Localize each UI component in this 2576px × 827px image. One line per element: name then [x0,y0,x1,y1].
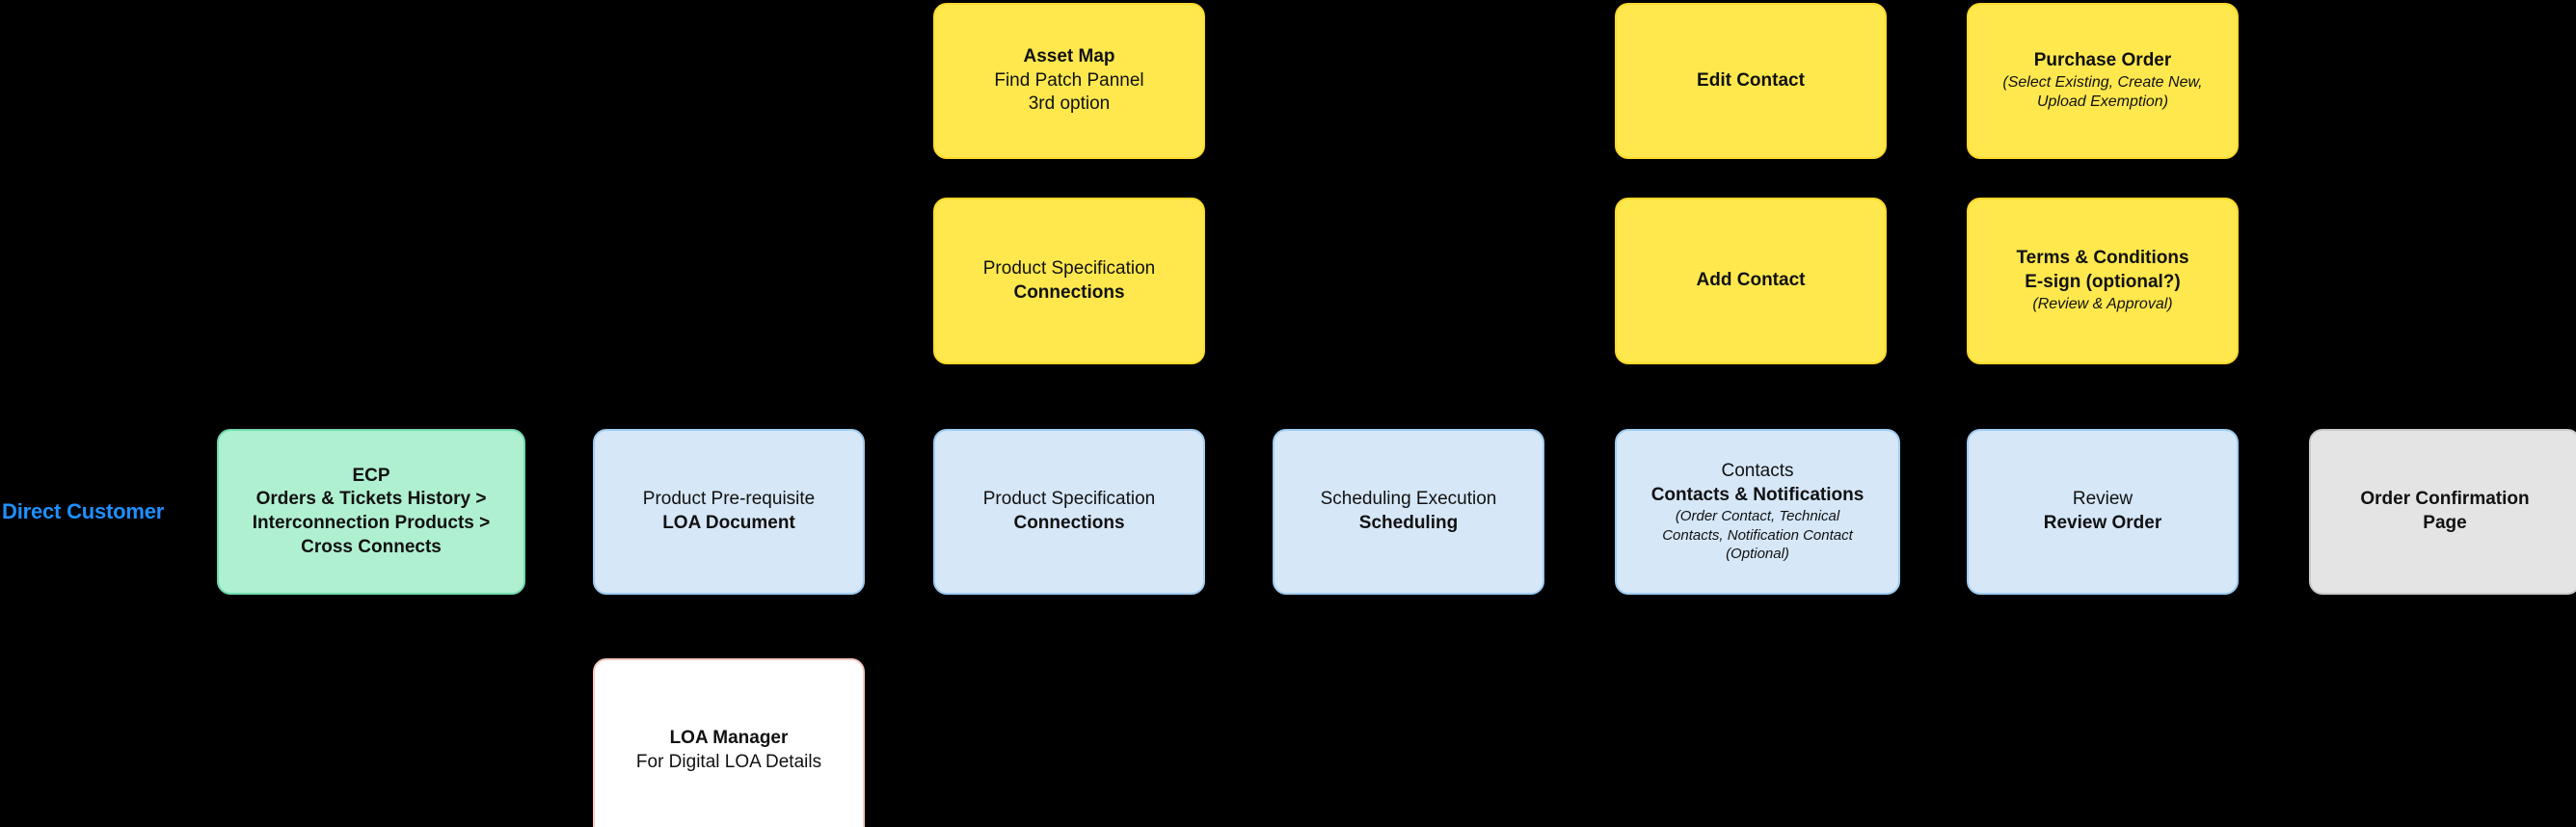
node-contacts-and-notifications-line-1: Contacts [1721,461,1794,482]
node-ecp[interactable]: ECP Orders & Tickets History > Interconnec… [217,429,525,595]
node-product-specification-connections-line-1: Product Specification [982,489,1156,510]
node-contacts-and-notifications-line-5: (Optional) [1726,546,1789,563]
node-add-contact-line-1: Add Contact [1696,270,1806,291]
node-review-order-line-1: Review [2072,489,2133,510]
node-contacts-and-notifications-line-4: Contacts, Notification Contact [1662,526,1853,544]
node-purchase-order-line-2: (Select Existing, Create New, [2002,73,2203,91]
node-purchase-order-line-1: Purchase Order [2033,49,2172,70]
node-ecp-line-2: Orders & Tickets History > [255,489,487,510]
node-asset-map-line-2: Find Patch Pannel [994,69,1144,91]
node-order-confirmation-page-line-2: Page [2423,513,2467,533]
node-product-specification-connections-line-2: Connections [1013,513,1125,533]
lane-label-direct-customer: Direct Customer [2,499,165,523]
node-terms-and-conditions-line-2: E-sign (optional?) [2025,272,2181,293]
node-product-specification-connections-top-line-1: Product Specification [982,257,1156,279]
node-purchase-order[interactable]: Purchase Order (Select Existing, Create N… [1967,3,2239,159]
node-product-pre-requisite-line-1: Product Pre-requisite [642,489,816,510]
node-product-pre-requisite-line-2: LOA Document [662,513,795,533]
node-edit-contact-line-1: Edit Contact [1697,69,1805,91]
node-purchase-order-line-3: Upload Exemption) [2036,93,2169,111]
node-ecp-line-4: Cross Connects [301,536,442,557]
node-add-contact[interactable]: Add Contact [1615,198,1887,364]
node-asset-map-line-1: Asset Map [1023,45,1115,67]
node-product-specification-connections-top-line-2: Connections [1013,281,1125,303]
node-asset-map-line-3: 3rd option [1028,93,1111,115]
node-ecp-line-1: ECP [352,465,390,486]
node-review-order-line-2: Review Order [2043,513,2162,533]
node-loa-manager-line-1: LOA Manager [669,728,789,749]
node-terms-and-conditions-line-1: Terms & Conditions [2016,248,2189,269]
node-ecp-line-3: Interconnection Products > [252,513,491,533]
node-edit-contact[interactable]: Edit Contact [1615,3,1887,159]
node-order-confirmation-page-line-1: Order Confirmation [2360,489,2530,510]
node-contacts-and-notifications-line-3: (Order Contact, Technical [1675,508,1840,525]
node-terms-and-conditions-line-3: (Review & Approval) [2032,295,2173,312]
node-scheduling-execution-line-1: Scheduling Execution [1320,489,1497,510]
node-loa-manager-line-2: For Digital LOA Details [635,752,822,772]
node-contacts-and-notifications-line-2: Contacts & Notifications [1650,484,1865,505]
node-scheduling-execution-line-2: Scheduling [1358,513,1459,533]
